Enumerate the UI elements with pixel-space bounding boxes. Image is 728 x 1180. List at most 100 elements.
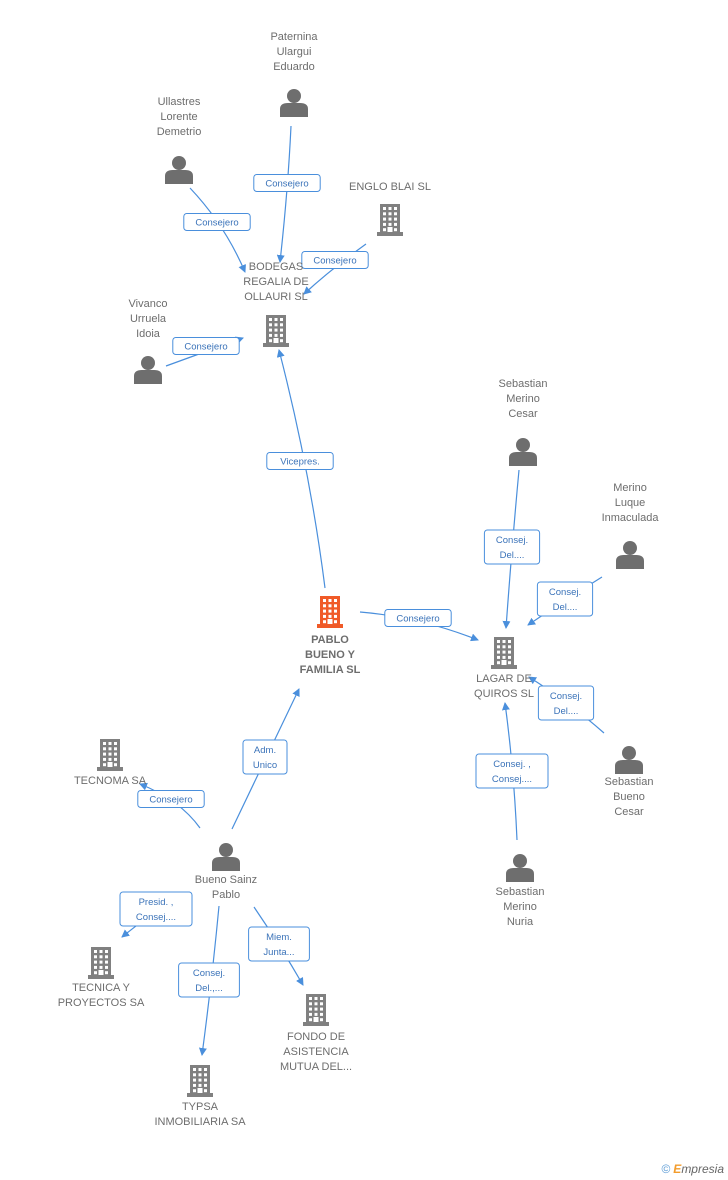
edge-label-text: Consej.... [136,912,176,923]
node-label: Ullastres [158,96,201,108]
person-icon [616,541,644,569]
building-icon [88,947,114,979]
edge-label-text: Consejero [184,342,227,353]
edge-label[interactable]: Vicepres. [266,452,334,470]
node-label: OLLAURI SL [244,291,308,303]
node-label: Pablo [212,889,240,901]
edge-label[interactable]: Consejero [253,174,321,192]
person-icon [506,854,534,882]
building-icon [97,739,123,771]
edge-label-text: Consej. [496,535,528,546]
edge-label-text: Consejero [195,218,238,229]
edge-label-text: Adm. [254,745,276,756]
node-pablo_bueno[interactable]: PABLO BUENO Y FAMILIA SL [300,596,361,676]
node-tecnoma[interactable]: TECNOMA SA [74,739,147,787]
copyright-symbol: © [661,1162,671,1176]
node-label: FONDO DE [287,1031,345,1043]
node-label: Inmaculada [602,512,660,524]
node-bodegas[interactable]: BODEGAS REGALIA DE OLLAURI SL [243,261,309,347]
person-icon [615,746,643,774]
edge-label[interactable]: Consejero [172,337,240,355]
edge-label[interactable]: Consej. Del.... [483,529,541,565]
edge-label-text: Junta... [263,947,294,958]
edge-label[interactable]: Consej.Del.... [537,685,595,721]
node-label: FAMILIA SL [300,664,361,676]
edge-label-text: Consej.... [492,774,532,785]
node-label: INMOBILIARIA SA [154,1116,246,1128]
node-label: Sebastian [605,776,654,788]
node-label: Eduardo [273,61,315,73]
edge-label-text: Consejero [265,179,308,190]
node-label: Merino [506,393,540,405]
person-icon [134,356,162,384]
edge-label[interactable]: Consejero [137,790,205,808]
edge-label[interactable]: Consejero [384,609,452,627]
edge-label[interactable]: Consej. ,Consej.... [475,753,549,789]
edge-label-text: Consejero [396,614,439,625]
edge-label-text: Unico [253,760,277,771]
edge-label[interactable]: Presid. ,Consej.... [119,891,193,927]
node-label: Luque [615,497,646,509]
edge-label-text: Consejero [149,795,192,806]
person-icon [509,438,537,466]
building-icon [377,204,403,236]
node-fondo[interactable]: FONDO DE ASISTENCIA MUTUA DEL... [280,994,352,1073]
person-icon [280,89,308,117]
node-label: Nuria [507,916,534,928]
edge-label[interactable]: Consej. Del.,... [178,962,240,998]
node-label: Cesar [508,408,538,420]
node-label: Merino [503,901,537,913]
node-label: BUENO Y [305,649,356,661]
edge-label-text: Consej. [549,587,581,598]
node-label: ASISTENCIA [283,1046,349,1058]
node-label: TECNICA Y [72,982,131,994]
edge-label-text: Consej. [193,968,225,979]
node-label: Demetrio [157,126,202,138]
node-label: LAGAR DE [476,673,532,685]
node-typsa[interactable]: TYPSA INMOBILIARIA SA [154,1065,246,1128]
node-label: Sebastian [499,378,548,390]
edge-label[interactable]: Consejero [183,213,251,231]
node-label: PABLO [311,634,349,646]
node-label: Idoia [136,328,161,340]
edge-label-text: Del.... [500,550,525,561]
node-label: Lorente [160,111,197,123]
edge-paternina-to-bodegas [276,125,292,263]
edge-label-text: Consej. [550,691,582,702]
building-icon [317,596,343,628]
node-label: BODEGAS [249,261,303,273]
edge-englo-to-bodegas [303,243,367,295]
node-label: Paternina [270,31,318,43]
node-label: Bueno Sainz [195,874,257,886]
edge-label[interactable]: Consejero [301,251,369,269]
edge-label[interactable]: Consej.Del.... [536,581,594,617]
edge-label-text: Del.,... [195,983,222,994]
node-label: REGALIA DE [243,276,308,288]
node-englo[interactable]: ENGLO BLAI SL [349,181,431,236]
person-icon [165,156,193,184]
node-label: Bueno [613,791,645,803]
building-icon [303,994,329,1026]
node-label: QUIROS SL [474,688,534,700]
brand-logo: Empresia [673,1162,724,1176]
node-label: TECNOMA SA [74,775,147,787]
node-label: TYPSA [182,1101,219,1113]
node-label: Sebastian [496,886,545,898]
edge-label[interactable]: Miem.Junta... [248,926,310,962]
nodes-layer: PABLO BUENO Y FAMILIA SL BODEGAS REGALIA DE O… [58,31,660,1128]
edge-label[interactable]: Adm. Unico [242,739,288,775]
building-icon [187,1065,213,1097]
node-label: MUTUA DEL... [280,1061,352,1073]
building-icon [263,315,289,347]
node-lagar[interactable]: LAGAR DE QUIROS SL [474,637,534,700]
